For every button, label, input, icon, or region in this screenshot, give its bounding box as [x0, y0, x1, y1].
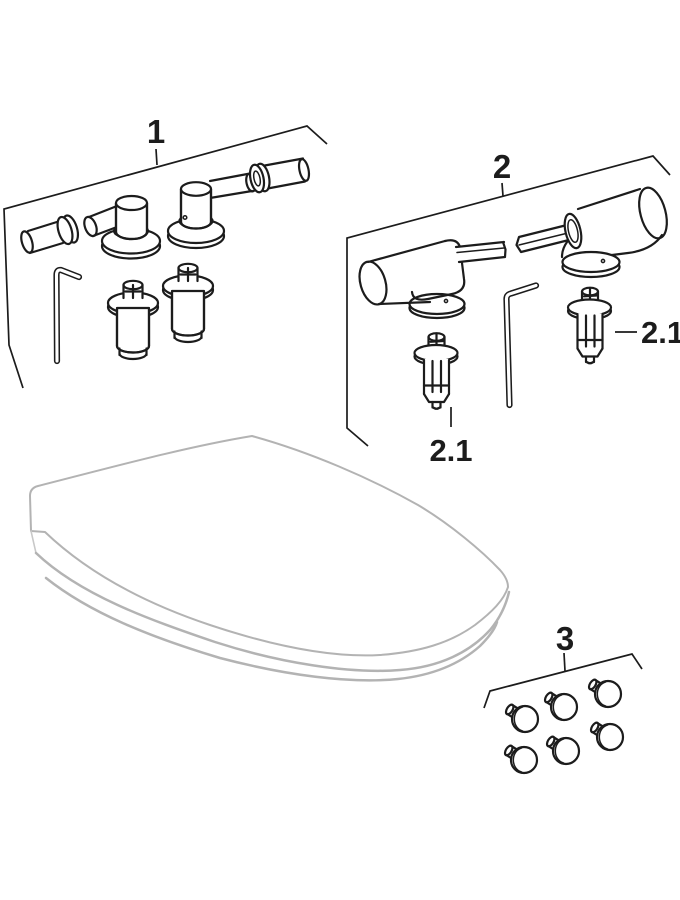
hex-key-1 [53, 266, 83, 365]
callout-2: 2 [493, 148, 511, 185]
set-screw-hole [600, 258, 606, 264]
callout-2-1-bottom: 2.1 [429, 433, 472, 468]
expansion-anchor-left [413, 332, 459, 410]
expansion-anchor-right [566, 286, 613, 365]
callout-1: 1 [147, 113, 165, 150]
damper-hinge-left [358, 239, 507, 320]
group-3-leader [563, 652, 566, 672]
toilet-seat-lid [29, 435, 511, 682]
group-1-leader [155, 148, 158, 166]
buffer-cap-2 [542, 690, 579, 722]
hex-key-2 [503, 282, 540, 409]
buffer-cap-5 [544, 734, 581, 766]
group-3-bracket [483, 653, 643, 709]
expansion-bolt-left [106, 279, 160, 361]
group-2-leader [501, 182, 504, 197]
set-screw-hole [182, 214, 188, 221]
group-2-bracket [346, 155, 671, 447]
seat-hinge-notch [30, 530, 37, 554]
sleeve-bush [248, 157, 311, 194]
buffer-cap-6 [588, 720, 625, 752]
group-1-fastening-set: 1 [3, 113, 328, 389]
seat-lid-top-surface [29, 435, 509, 657]
hinge-post-left [83, 194, 162, 260]
hinge-post-right [166, 172, 257, 250]
set-screw-hole [443, 298, 449, 304]
callout-3: 3 [556, 620, 574, 657]
expansion-bolt-right [161, 262, 215, 344]
sleeve-pin [20, 214, 80, 255]
buffer-cap-3 [586, 677, 623, 709]
buffer-cap-4 [502, 743, 539, 775]
seat-lid-rim [34, 551, 511, 673]
damper-hinge-right [515, 186, 668, 279]
group-3-buffer-set: 3 [483, 620, 643, 775]
group-1-bracket [3, 125, 328, 389]
callout-2-1-right: 2.1 [641, 315, 680, 350]
seat-ring-rim [44, 576, 499, 682]
group-2-fastening-set: 2 [346, 148, 680, 468]
buffer-cap-1 [503, 702, 540, 734]
